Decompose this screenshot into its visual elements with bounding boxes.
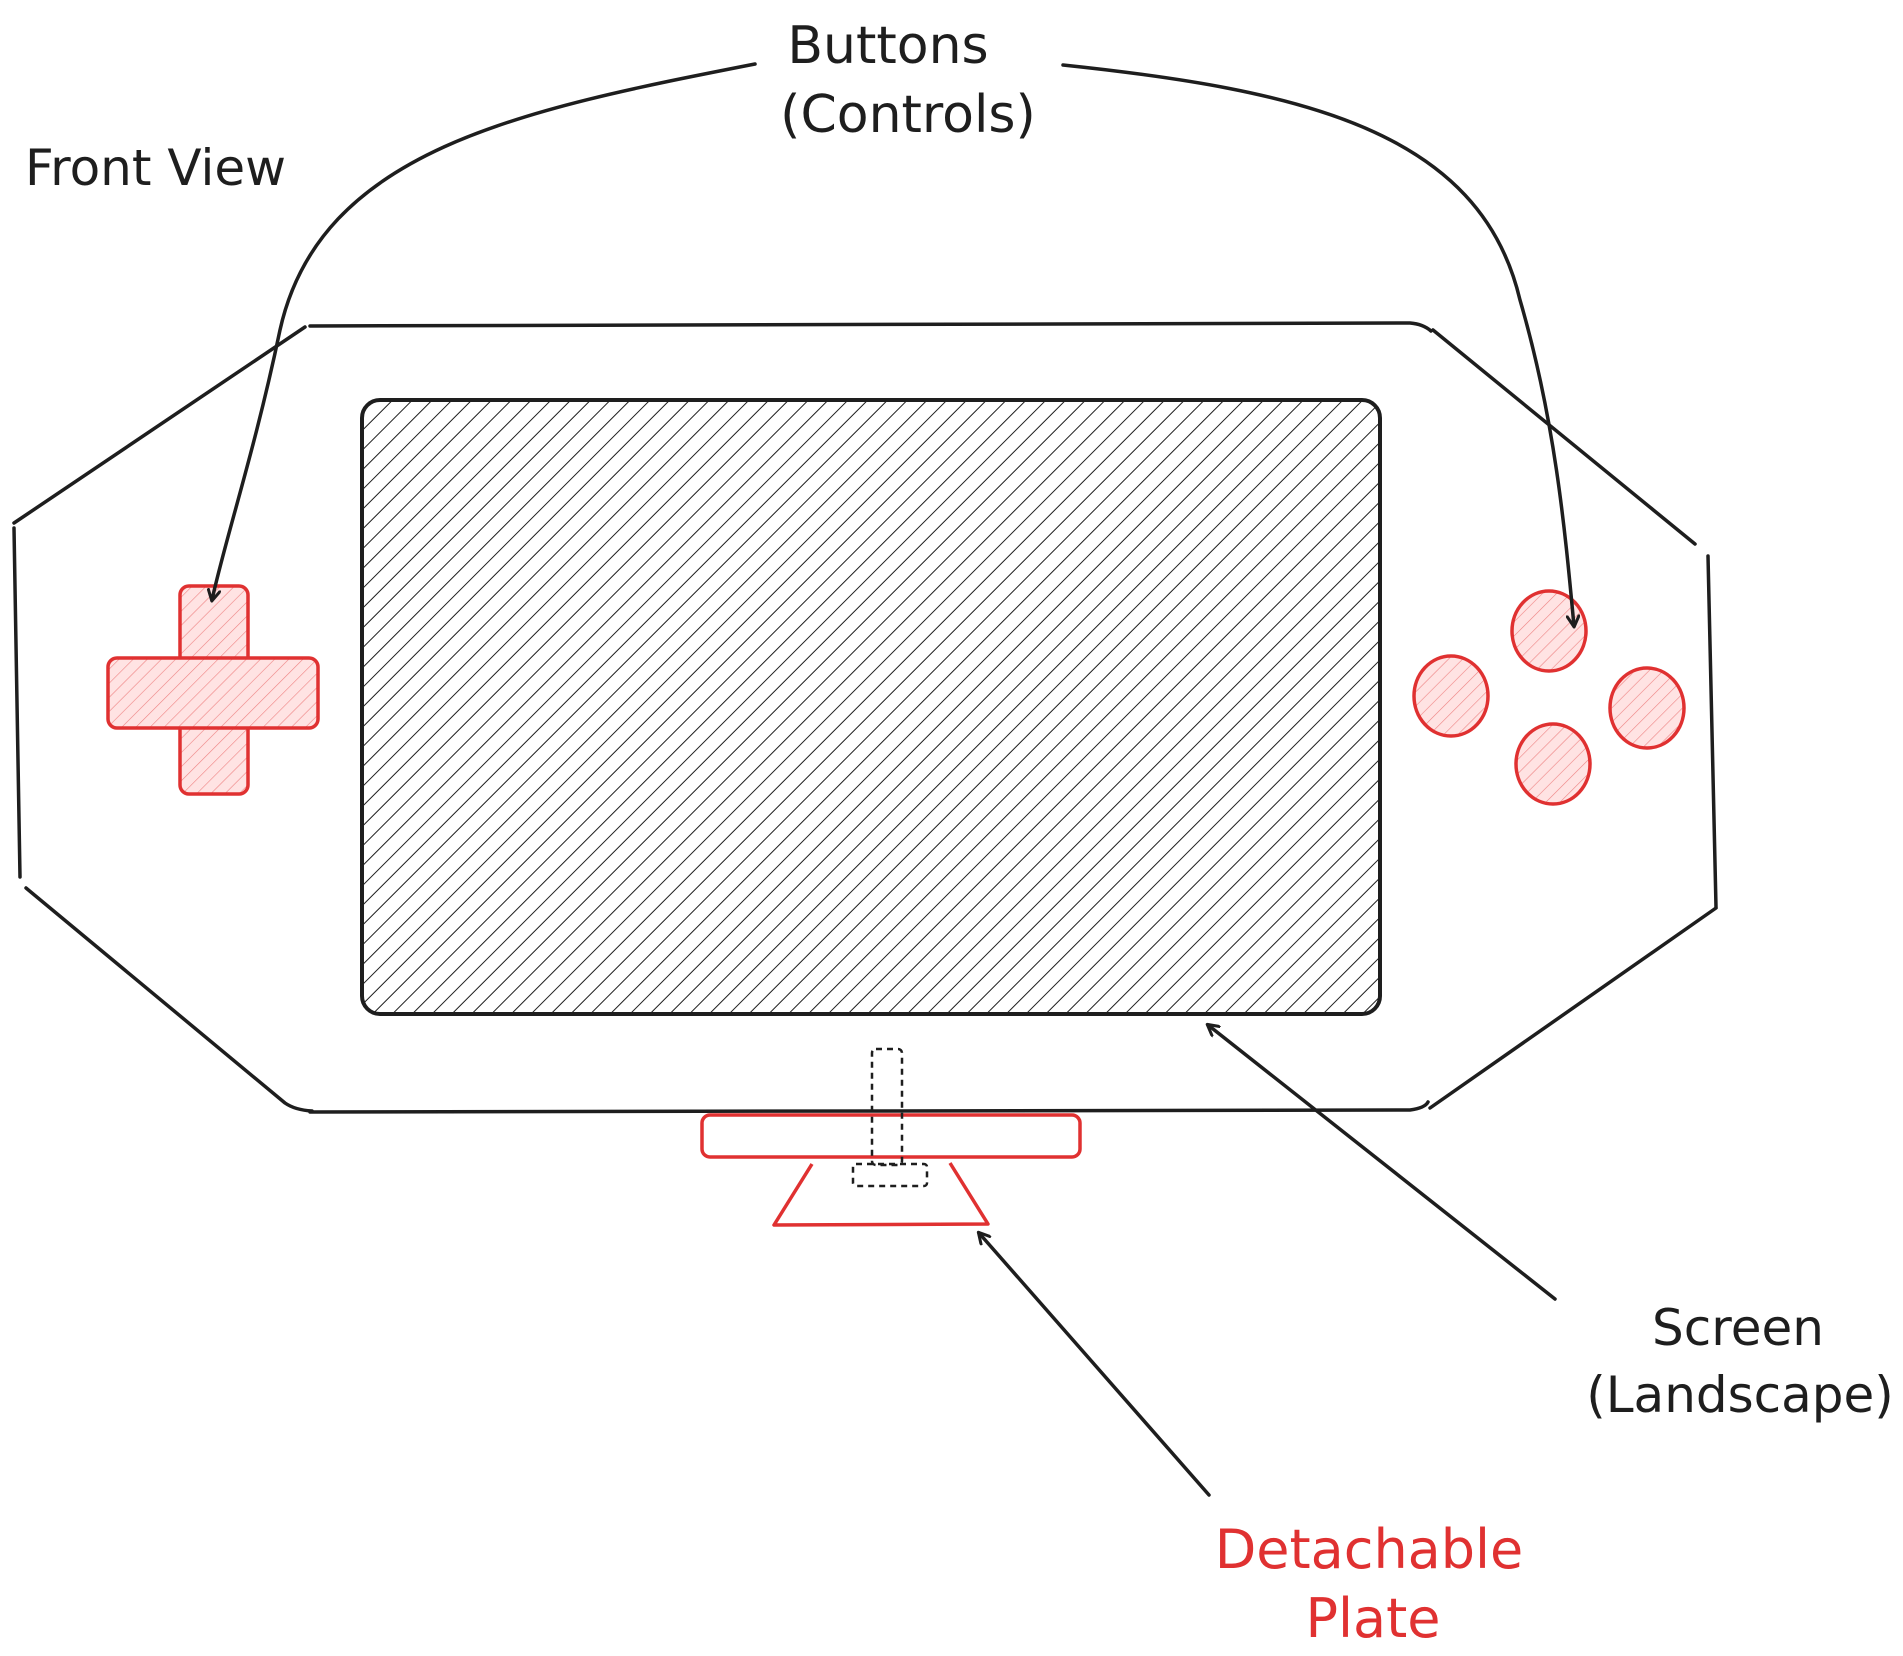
body-upper-left-edge xyxy=(12,325,307,525)
arrow-to-dpad xyxy=(212,62,757,600)
body-left-edge xyxy=(12,526,22,879)
dpad-control xyxy=(106,584,320,796)
plate-sublabel: Plate xyxy=(1305,1587,1440,1650)
screen-sublabel: (Landscape) xyxy=(1586,1366,1894,1424)
plate-label: Detachable xyxy=(1215,1518,1524,1581)
buttons-label: Buttons xyxy=(787,16,988,76)
face-button-top xyxy=(1510,589,1588,673)
arrow-to-face-buttons xyxy=(1061,63,1574,626)
arrow-to-screen xyxy=(1208,1025,1557,1301)
face-button-right xyxy=(1608,666,1686,750)
body-top-edge xyxy=(308,321,1433,333)
text-labels: Front View Buttons (Controls) Screen (La… xyxy=(25,16,1894,1650)
screen xyxy=(360,398,1382,1016)
face-button-bottom xyxy=(1514,722,1592,806)
buttons-sublabel: (Controls) xyxy=(780,85,1036,145)
face-buttons xyxy=(1412,589,1686,806)
face-button-left xyxy=(1412,654,1490,738)
body-lower-right-edge xyxy=(1428,906,1718,1110)
arrow-to-plate xyxy=(979,1233,1211,1497)
annotation-arrows xyxy=(212,62,1574,1497)
plate-bar xyxy=(700,1113,1082,1159)
screen-label: Screen xyxy=(1652,1299,1824,1357)
dpad-horizontal-bar xyxy=(106,656,320,730)
body-right-edge xyxy=(1706,554,1718,909)
plate-screw-head xyxy=(851,1162,929,1188)
body-upper-right-edge xyxy=(1431,328,1697,546)
device-body xyxy=(12,321,1718,1114)
view-title: Front View xyxy=(25,139,286,197)
body-lower-left-edge xyxy=(24,886,314,1113)
plate-base xyxy=(772,1162,990,1227)
body-bottom-edge xyxy=(308,1100,1430,1114)
plate-screw-shaft xyxy=(870,1047,904,1167)
detachable-plate xyxy=(700,1047,1082,1227)
